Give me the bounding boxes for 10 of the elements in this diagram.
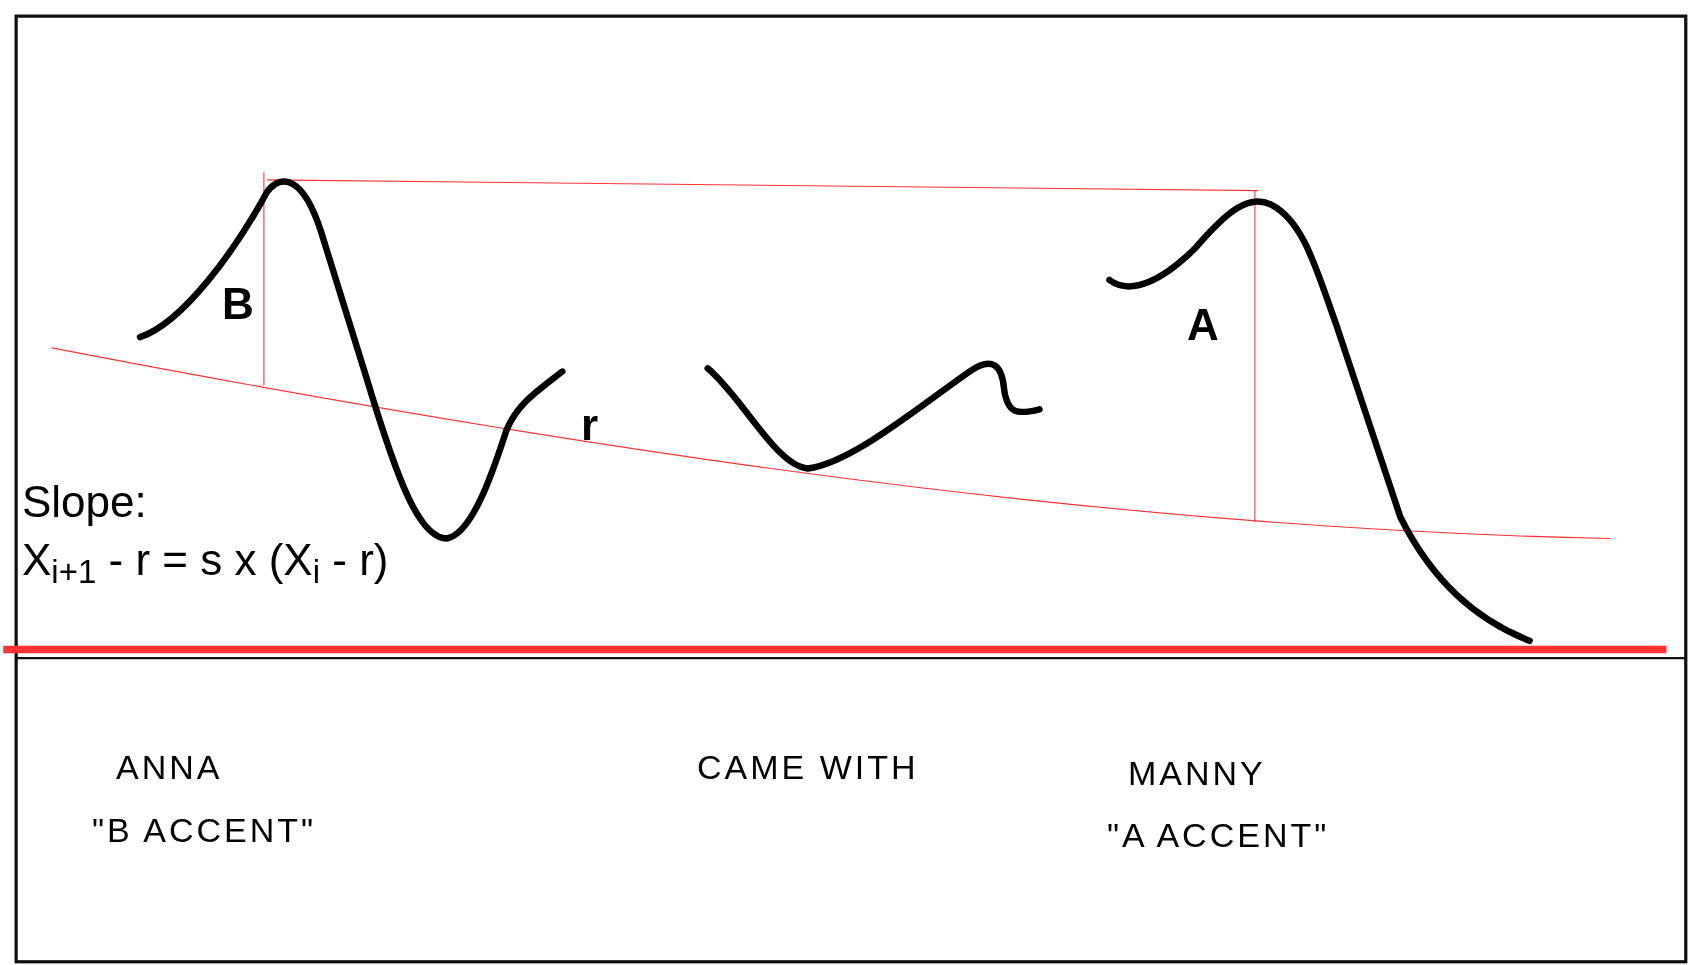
word-label: "B ACCENT" (92, 813, 317, 847)
formula-text: X$_{i+1}$ - r = s x (X$_{i}$ - r) (22, 538, 389, 582)
word-label: CAME WITH (697, 750, 919, 784)
point-label: r (581, 403, 599, 447)
slope-heading: Slope: (22, 480, 147, 524)
word-label: MANNY (1128, 756, 1266, 790)
word-label: ANNA (116, 750, 223, 784)
point-label: B (222, 282, 254, 326)
word-label: "A ACCENT" (1107, 818, 1330, 852)
point-label: A (1187, 303, 1219, 347)
